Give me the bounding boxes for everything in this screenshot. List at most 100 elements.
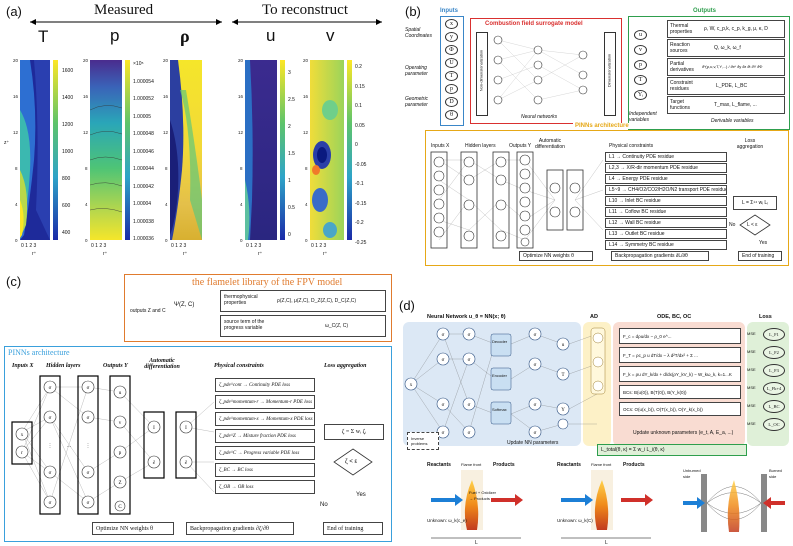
svg-text:…: … xyxy=(67,444,72,449)
cb-t-0: 1600 xyxy=(62,68,74,74)
output-row-0-formula: ρ, W, c_p,k, c_p, k_g, μ, κ, D xyxy=(704,26,768,32)
loss-node-1: L_F2 xyxy=(763,346,785,359)
svg-text:σ: σ xyxy=(87,416,90,421)
reactants-1: Reactants xyxy=(427,462,451,468)
svg-text:σ: σ xyxy=(468,431,471,436)
cb-v-1: 0.15 xyxy=(355,83,365,90)
spatial-label: Spatial Coordinates xyxy=(405,27,432,39)
svg-text:4: 4 xyxy=(15,202,18,207)
output-node-T: T xyxy=(634,75,647,85)
source-label: source term of the progress variable xyxy=(224,319,265,331)
loss-node-4: L_BC xyxy=(763,400,785,413)
no-b: No xyxy=(729,222,736,228)
cb-v-7: -0.15 xyxy=(355,200,367,207)
svg-text:Z: Z xyxy=(118,481,121,486)
cb-p-0: ×10⁵ xyxy=(133,61,144,67)
cb-p-10: 1.000036 xyxy=(133,236,154,242)
auto-diff-c: Automatic differentiation xyxy=(144,358,180,370)
thermo-formula: ρ(Z,C), μ(Z,C), D_Z(Z,C), D_C(Z,C) xyxy=(277,298,357,304)
inputs-x-b: Inputs X xyxy=(431,143,450,149)
backprop-c: Backpropagation gradients ∂ζ/∂θ xyxy=(186,522,294,535)
svg-text:12: 12 xyxy=(303,130,309,135)
outputs-title: Outputs xyxy=(693,8,716,14)
loss-sum: L_total(θ, κ) = Σ w_i L_i(θ, κ) xyxy=(597,444,747,456)
loss-agg-b: Loss aggregation xyxy=(736,138,764,150)
input-node-y: y xyxy=(445,32,458,42)
svg-text:σ: σ xyxy=(49,471,52,476)
cb-p-3: 1.00005 xyxy=(133,113,152,120)
cb-t-4: 800 xyxy=(62,176,71,182)
outputs-box xyxy=(628,16,790,130)
flame-2: Flame front xyxy=(591,462,612,467)
loss-node-5: L_OC xyxy=(763,418,785,431)
equation-4: OCs: O(u(x_b)), O(T(x_b)), O(Y_k(x_b)) xyxy=(619,402,741,416)
unknown-1: Unknown: ω_k(c_e) xyxy=(427,518,467,523)
unknown-2: Unknown: ω_k(C) xyxy=(557,518,593,523)
cb-t-5: 600 xyxy=(62,203,71,209)
svg-text:4: 4 xyxy=(165,202,168,207)
optimize-c: Optimize NN weights θ xyxy=(92,522,174,535)
svg-text:⋮: ⋮ xyxy=(48,443,53,449)
svg-text:20: 20 xyxy=(238,58,244,63)
svg-text:8: 8 xyxy=(305,166,308,171)
mse-3: MSE xyxy=(747,385,756,390)
y-axis-label: z⁺ xyxy=(4,140,10,146)
svg-text:20: 20 xyxy=(303,58,309,63)
svg-text:σ: σ xyxy=(87,501,90,506)
output-row-2: Partial derivatives ∂ⁿ(ρ,u,v,T,Y,...) / … xyxy=(667,58,785,76)
cb-p-6: 1.000044 xyxy=(133,166,154,172)
svg-text:12: 12 xyxy=(83,130,89,135)
non-dim-label: Non-dimensionalization xyxy=(478,49,484,92)
cb-u-5: 0.5 xyxy=(288,205,295,211)
pinns-box-c xyxy=(4,346,392,542)
mse-0: MSE xyxy=(747,331,756,336)
constraint-c-0: ζ_pde^cont → Continuity PDE loss xyxy=(215,378,315,392)
output-row-3: Constraint residues L_PDE, L_BC xyxy=(667,77,785,95)
svg-text:σ: σ xyxy=(468,333,471,338)
decoder-box: Decoder xyxy=(492,339,508,344)
inverse-problems: Inverse problems xyxy=(407,432,439,450)
flame-illustrations xyxy=(431,470,785,539)
x-ticks-T: 0 1 2 3 xyxy=(21,243,37,249)
flame-1: Flame front xyxy=(461,462,482,467)
constraint-b-0: L1 → Continuity PDE residue xyxy=(605,152,727,162)
svg-text:σ: σ xyxy=(49,386,52,391)
constraint-b-4: L10 → Inlet BC residue xyxy=(605,196,727,206)
cb-p-7: 1.000042 xyxy=(133,183,154,190)
panel-b-label: (b) xyxy=(405,4,421,19)
var-label-rho: ρ xyxy=(180,26,190,46)
diamond-c xyxy=(333,448,373,476)
output-row-0: Thermal properties ρ, W, c_p,k, c_p, k_g… xyxy=(667,20,785,38)
panel-a-arrows xyxy=(30,19,382,25)
colorbar-u-ticks: 3 2.5 2 1.5 1 0.5 0 xyxy=(288,60,295,249)
measured-header: Measured xyxy=(94,2,154,18)
panel-b: (b) Inputs Spatial Coordinates Operating… xyxy=(393,0,793,268)
x-axis-label-p: r⁺ xyxy=(103,251,108,257)
surrogate-network xyxy=(493,35,588,105)
surrogate-title: Combustion field surrogate model xyxy=(485,21,583,27)
cb-v-6: -0.1 xyxy=(355,181,364,187)
equation-0: F_c = dρu/dx − ρ_0 e^... xyxy=(619,328,741,344)
output-row-4: Target functions T_max, L_flame, ... xyxy=(667,96,785,114)
input-node-3: T xyxy=(445,71,458,81)
contour-T xyxy=(20,60,50,240)
auto-diff-b: Automatic differentiation xyxy=(535,138,565,150)
mse-1: MSE xyxy=(747,349,756,354)
constraint-b-3: L5~9 → CH4/O2/CO2/H2O/N2 transport PDE r… xyxy=(605,185,727,195)
svg-text:8: 8 xyxy=(240,166,243,171)
end-training-b: End of training xyxy=(738,251,782,261)
svg-text:16: 16 xyxy=(83,94,89,99)
hidden-b: Hidden layers xyxy=(465,143,496,149)
colorbar-T-ticks: 1600 1400 1200 1000 800 600 400 xyxy=(62,58,73,247)
outputs-zc: outputs Z and C xyxy=(130,308,166,314)
cb-v-4: 0 xyxy=(355,142,358,148)
operating-label: Operating parameter xyxy=(405,65,428,77)
svg-text:σ: σ xyxy=(87,386,90,391)
svg-text:4: 4 xyxy=(305,202,308,207)
colorbar-p-ticks: ×10⁵ 1.000054 1.000052 1.00005 1.000048 … xyxy=(133,56,154,249)
phys-b: Physical constraints xyxy=(609,143,654,149)
contour-u xyxy=(245,60,277,240)
